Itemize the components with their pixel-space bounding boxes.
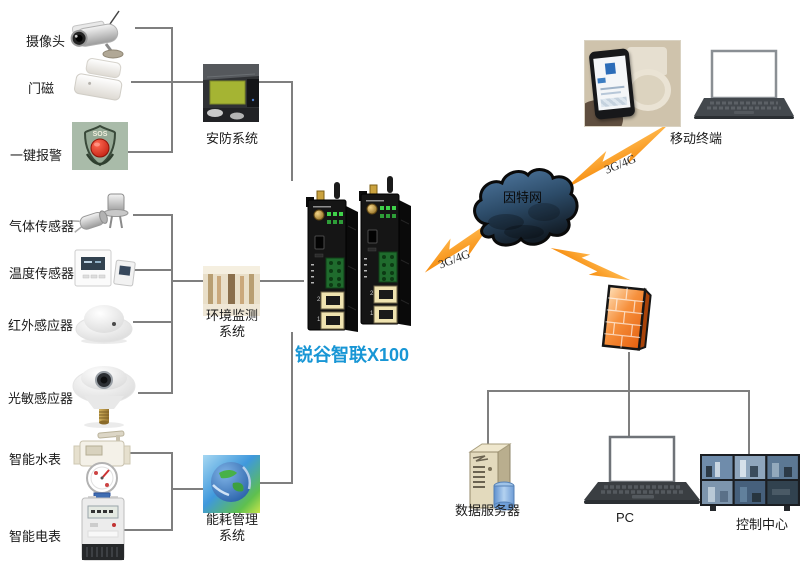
security-system-label: 安防系统 [205,131,258,146]
line-bus-to-control [748,390,750,456]
line-bus-to-energy [171,488,203,490]
line-door-to-security [131,81,203,83]
internet-cloud [473,168,579,247]
router-port-label-2: 2 [370,291,374,297]
security-system-image [203,64,259,122]
bus-security-group [171,27,173,153]
data-server-label: 数据服务器 [455,503,521,518]
camera-label: 摄像头 [26,34,66,49]
energy-system-label-line1: 能耗管理 [205,512,258,527]
bus-energy-group [171,452,173,531]
temperature-sensor-label: 温度传感器 [9,266,75,281]
gateway-router-image-2: 2 1 [359,176,411,326]
door-sensor-image [74,58,123,101]
gas-sensor-image [70,193,129,233]
environment-system-label: 环境监测 系统 [186,308,278,340]
camera-image [70,10,124,59]
bolt-internet-to-firewall [550,248,631,281]
infrared-sensor-image [75,305,133,344]
energy-system-label: 能耗管理 系统 [186,512,278,544]
line-environment-to-gateway [258,280,304,282]
power-meter-image [81,496,125,561]
pc-laptop-image [584,435,700,504]
control-center-label: 控制中心 [736,517,789,532]
bolt-internet-to-mobile [564,122,671,190]
gas-sensor-label: 气体传感器 [9,219,75,234]
energy-system-image [203,455,260,513]
router-port-label-1: 1 [317,317,321,323]
bolt-gateway-to-internet [424,218,495,273]
pc-label: PC [616,510,635,525]
light-sensor-image [72,366,136,428]
line-ir-to-bus [133,321,172,323]
water-meter-label: 智能水表 [9,452,62,467]
router-port-label-1: 1 [370,311,374,317]
mobile-laptop-image [694,49,794,119]
line-camera-to-bus [135,27,172,29]
line-security-down-to-gateway [291,81,293,181]
line-bus-to-server [487,390,489,444]
line-bus-to-environment [171,280,203,282]
line-water-to-bus [130,452,172,454]
line-power-to-bus [118,529,172,531]
router-port-label-2: 2 [317,297,321,303]
firewall-image [601,284,652,351]
bus-lan-bottom [487,390,749,392]
sos-badge: SOS [93,131,108,138]
data-server-image [468,443,515,511]
temperature-sensor-image [74,249,136,287]
control-center-image [700,454,800,511]
environment-system-label-line2: 系统 [218,324,245,339]
smartphone [588,48,636,120]
mobile-phone-photo [584,40,681,127]
mobile-terminal-label: 移动终端 [670,131,723,146]
internet-label: 因特网 [503,190,543,205]
infrared-sensor-label: 红外感应器 [8,318,74,333]
gateway-router-image-1: 2 1 [306,182,358,332]
door-sensor-label: 门磁 [28,81,55,96]
line-firewall-to-pc [628,352,630,442]
sos-alarm-image: SOS [72,122,128,170]
gateway-label: 锐谷智联X100 [295,345,410,365]
environment-system-label-line1: 环境监测 [205,308,258,323]
line-energy-up-to-gateway [291,332,293,484]
energy-system-label-line2: 系统 [218,528,245,543]
environment-system-image [203,266,260,316]
line-alarm-to-bus [128,151,172,153]
line-energy-to-gateway [258,482,293,484]
line-gas-to-bus [133,214,172,216]
line-security-to-gateway [258,81,292,83]
line-light-to-bus [138,392,172,394]
sos-alarm-label: 一键报警 [10,148,63,163]
line-temp-to-bus [133,269,172,271]
bus-environment-group [171,214,173,394]
power-meter-label: 智能电表 [9,529,62,544]
light-sensor-label: 光敏感应器 [8,391,74,406]
